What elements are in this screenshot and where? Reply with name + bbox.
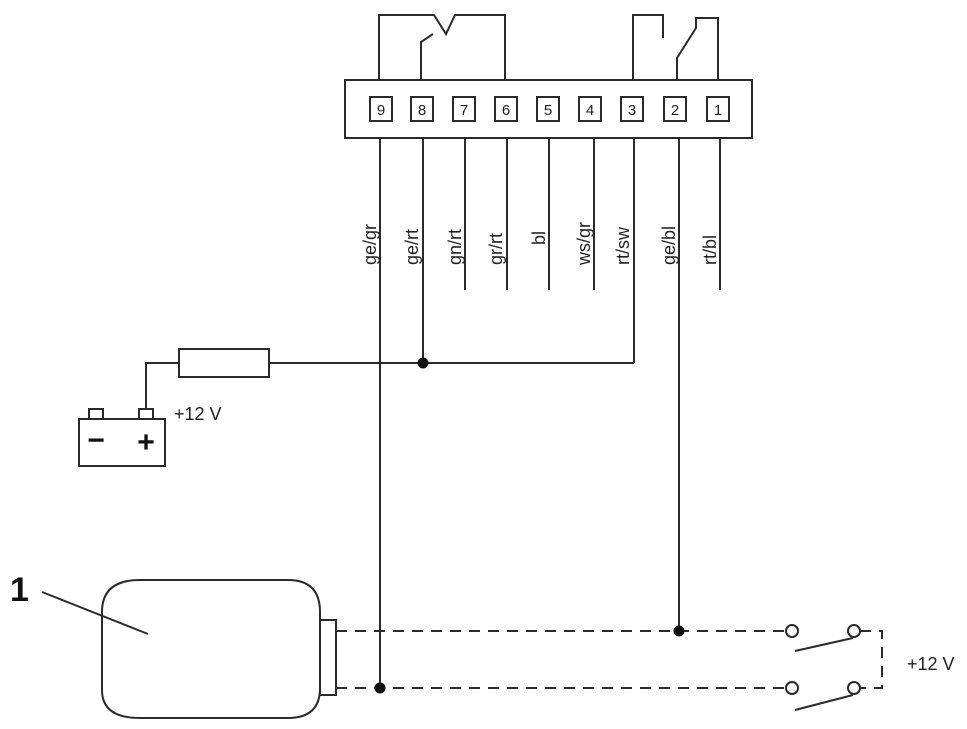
motor-callout-number: 1 xyxy=(10,571,29,609)
pin-7-number: 7 xyxy=(460,102,468,119)
pin-6: 6 xyxy=(494,96,518,122)
pin-7: 7 xyxy=(452,96,476,122)
switch-2-1 xyxy=(676,17,719,80)
pin-4-number: 4 xyxy=(586,102,594,119)
battery-icon: − + xyxy=(78,408,166,467)
pin-2: 2 xyxy=(663,96,687,122)
battery-plus-sign: + xyxy=(137,426,155,459)
junction-8 xyxy=(417,357,429,369)
wire-label-8: ge/rt xyxy=(402,229,422,265)
wire-label-2: ge/bl xyxy=(659,226,679,265)
wire-label-5: bl xyxy=(529,231,549,245)
pin-1: 1 xyxy=(706,96,730,122)
pin-5-number: 5 xyxy=(544,102,552,119)
wire-label-1: rt/bl xyxy=(700,235,720,265)
pin-3: 3 xyxy=(620,96,644,122)
pin-1-number: 1 xyxy=(714,102,722,119)
pin-9: 9 xyxy=(369,96,393,122)
pin-8-number: 8 xyxy=(418,102,426,119)
fuse xyxy=(178,348,270,378)
pin-5: 5 xyxy=(536,96,560,122)
motor-callout-line xyxy=(41,591,149,635)
wire-label-6: gr/rt xyxy=(486,233,506,265)
battery-lead xyxy=(145,362,179,410)
contact-8 xyxy=(420,33,434,80)
motor-connector xyxy=(319,619,337,696)
bridge-9-6 xyxy=(378,14,506,80)
wire-label-7: gn/rt xyxy=(445,229,465,265)
pin-6-number: 6 xyxy=(502,102,510,119)
junction-9 xyxy=(374,682,386,694)
battery-voltage-label: +12 V xyxy=(174,404,222,424)
wire-label-4: ws/gr xyxy=(574,222,594,266)
bridge-3 xyxy=(632,14,664,80)
switch-supply-voltage-label: +12 V xyxy=(907,654,955,674)
motor-body xyxy=(101,579,321,719)
junction-2 xyxy=(673,625,685,637)
wire-label-9: ge/gr xyxy=(360,224,380,265)
switch-upper xyxy=(785,624,861,652)
switch-supply-lead xyxy=(860,630,883,689)
switch-lower xyxy=(785,681,861,711)
pin-3-number: 3 xyxy=(628,102,636,119)
pin-9-number: 9 xyxy=(377,102,385,119)
pin-2-number: 2 xyxy=(671,102,679,119)
wire-label-3: rt/sw xyxy=(613,226,633,265)
battery-minus-sign: − xyxy=(87,424,105,457)
pin-8: 8 xyxy=(410,96,434,122)
pin-4: 4 xyxy=(578,96,602,122)
